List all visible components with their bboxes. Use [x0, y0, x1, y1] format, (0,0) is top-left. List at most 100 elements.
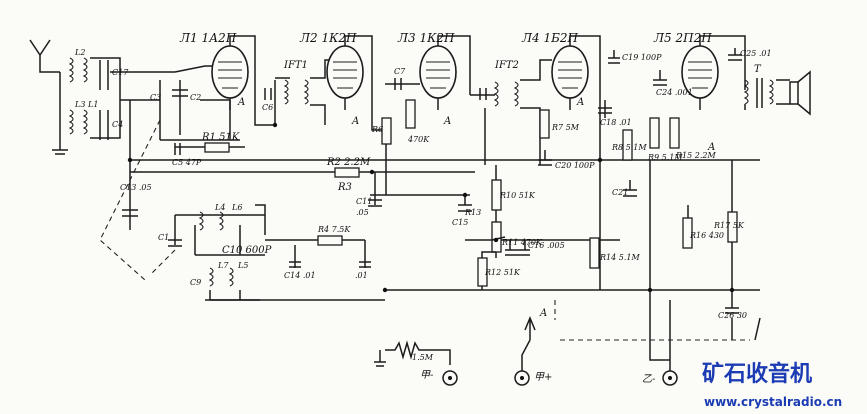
tube-l4-anode-label: A [576, 97, 584, 108]
power-switch [521, 316, 536, 371]
capacitor-c7-label: C7 [394, 67, 406, 76]
resistor-r4-label: R4 7.5K [317, 225, 351, 234]
antenna-symbol [29, 39, 60, 73]
resistor-r11-label: R11 470K [501, 238, 543, 247]
resistor-r14-label: R14 5.1M [599, 253, 640, 262]
resistor-r15-label: R15 2.2M [675, 151, 716, 160]
ift1-transformer [264, 59, 335, 125]
ift2-transformer [470, 59, 552, 165]
resistor-r14 [589, 237, 600, 269]
coil-l7-label: L7 [217, 261, 229, 270]
terminal-a-minus [442, 370, 458, 386]
resistor-r4 [317, 235, 343, 246]
mixer-grid-network [122, 80, 240, 230]
resistor-r7 [539, 109, 550, 139]
resistor-r17-label: R17 5K [713, 221, 745, 230]
tube-l2-label: Л2 1К2П [299, 31, 357, 45]
resistor-r9 [649, 117, 660, 149]
tube-l4-label: Л4 1Б2П [521, 31, 579, 45]
coil-l6-label: L6 [231, 203, 242, 212]
tube-l5 [681, 35, 746, 110]
resistor-r6-label: R6 [371, 125, 383, 134]
tube-l3 [419, 35, 471, 110]
capacitor-c26 [725, 300, 739, 314]
resistor-r12-label: R12 51K [484, 268, 521, 277]
resistor-r6 [381, 117, 392, 145]
capacitor-c19-label: C19 100P [622, 53, 662, 62]
resistor-r1-label: R1 51K [201, 132, 240, 143]
capacitor-c26-label: C26 30 [718, 311, 747, 320]
tube-l5-anode-label: A [707, 142, 715, 153]
coil-l4-label: L4 [214, 203, 225, 212]
resistor-r9-label: R9 5.1M [647, 153, 683, 162]
terminal-b-minus-label: 乙- [642, 374, 656, 385]
capacitor-c15-label: C15 [452, 218, 468, 227]
resistor-r5-label: 470K [407, 135, 430, 144]
capacitor-c14-label: C14 .01 [284, 271, 316, 280]
capacitor-c25-label: C25 .01 [740, 49, 772, 58]
capacitor-c14 [289, 245, 301, 268]
resistor-r18 [385, 340, 451, 365]
tube-l1-label: Л1 1А2П [179, 31, 237, 45]
coil-l3-label: L3 [74, 100, 85, 109]
tube-l1-anode-label: A [237, 97, 245, 108]
capacitor-c24-label: C24 .001 [656, 88, 693, 97]
capacitor-c19 [608, 50, 620, 64]
tube-l4 [551, 35, 601, 290]
resistor-r15 [669, 117, 680, 149]
tube-l3-label: Л3 1К2П [397, 31, 455, 45]
capacitor-c5-label: C5 47P [172, 158, 202, 167]
coil-l1-label: L1 [87, 100, 98, 109]
capacitor-c13-label: C13 .05 [120, 183, 152, 192]
watermark-url: www.crystalradio.cn [704, 395, 842, 409]
capacitor-c1-label: C1 [158, 233, 169, 242]
capacitor-c4-label: C4 [112, 120, 123, 129]
output-transformer-label: T [754, 64, 762, 75]
resistor-r1 [204, 142, 230, 153]
capacitor-c16-label: C16 .005 [528, 241, 565, 250]
ift1-label: IFT1 [283, 60, 308, 71]
capacitor-c16 [505, 240, 530, 256]
capacitor-c8-label: .05 [356, 208, 369, 217]
capacitor-c20 [538, 150, 552, 166]
capacitor-c2-label: C2 [190, 93, 201, 102]
junction-dots [127, 122, 735, 293]
coil-l2-label: L2 [74, 48, 85, 57]
resistor-r13-label: R13 [464, 208, 481, 217]
capacitor-c22-label: .01 [355, 271, 368, 280]
coil-l5-label: L5 [237, 261, 248, 270]
terminal-a-plus-label: 甲+ [534, 372, 552, 383]
capacitor-c21 [623, 180, 637, 197]
capacitor-c18 [598, 100, 612, 118]
watermark-brand: 矿石收音机 [702, 361, 812, 387]
resistor-r5 [405, 99, 416, 129]
capacitor-c17-label: C17 [112, 68, 129, 77]
resistor-r8-label: R8 5.1M [611, 143, 647, 152]
capacitor-c6-label: C6 [262, 103, 273, 112]
capacitor-c5 [174, 143, 181, 155]
tube-l2 [326, 35, 385, 131]
resistor-r2-label: R2 2.2M [326, 157, 371, 168]
tube-l1 [211, 35, 275, 126]
capacitor-c24 [653, 70, 667, 86]
resistor-r18-label: 1.5M [412, 353, 434, 362]
resistor-r16-label: R16 430 [689, 231, 724, 240]
terminal-a-minus-label: 甲- [420, 370, 434, 381]
capacitor-c11-label: C11 [356, 197, 372, 206]
resistor-r8 [622, 129, 633, 161]
capacitor-c3-label: C3 [150, 93, 161, 102]
resistor-r7-label: R7 5M [551, 123, 580, 132]
resistor-r3-label: R3 [337, 182, 352, 193]
capacitor-c9-label: C9 [190, 278, 201, 287]
capacitor-c7 [385, 78, 420, 90]
capacitor-c10-label: C10 600P [222, 245, 272, 256]
oscillator-coil-assembly [168, 204, 266, 301]
capacitor-c8 [368, 172, 382, 207]
capacitor-c18-label: C18 .01 [600, 118, 632, 127]
capacitor-c25 [728, 48, 742, 61]
resistor-r10-label: R10 51K [499, 191, 536, 200]
capacitor-c21-label: C21 [612, 188, 628, 197]
ground-symbol [374, 350, 386, 367]
